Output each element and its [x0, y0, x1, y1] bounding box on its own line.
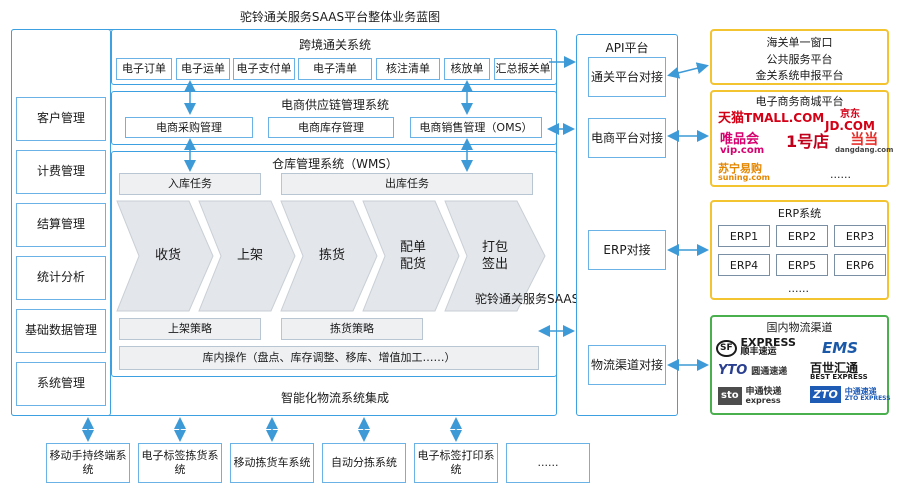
step-pack[interactable]: 打包签出 [481, 240, 508, 272]
api-ecommerce[interactable]: 电商平台对接 [588, 118, 666, 158]
ecommerce-more: ...... [830, 168, 851, 181]
ecommerce-title: 电子商务商城平台 [755, 95, 844, 108]
bottom-label-pick[interactable]: 电子标签拣货系统 [138, 443, 222, 483]
wms-out-task[interactable]: 出库任务 [281, 173, 533, 195]
cross-item-list[interactable]: 电子清单 [298, 58, 372, 80]
chevron-pick [280, 200, 378, 312]
menu-basic-data[interactable]: 基础数据管理 [16, 309, 106, 353]
menu-statistics[interactable]: 统计分析 [16, 256, 106, 300]
page-title: 驼铃通关服务SAAS平台整体业务蓝图 [239, 10, 441, 24]
erp-1[interactable]: ERP1 [718, 225, 770, 247]
erp-3[interactable]: ERP3 [834, 225, 886, 247]
cross-item-summary[interactable]: 汇总报关单 [494, 58, 552, 80]
menu-settlement[interactable]: 结算管理 [16, 203, 106, 247]
yhd-logo: 1号店 [786, 132, 830, 151]
api-title: API平台 [605, 41, 649, 55]
erp-4[interactable]: ERP4 [718, 254, 770, 276]
bottom-cart[interactable]: 移动拣货车系统 [230, 443, 314, 483]
bottom-sorting[interactable]: 自动分拣系统 [322, 443, 406, 483]
chevron-pack [444, 200, 546, 312]
api-customs[interactable]: 通关平台对接 [588, 57, 666, 97]
erp-more: ...... [788, 282, 809, 295]
oms-inventory[interactable]: 电商库存管理 [268, 117, 394, 138]
cross-border-title: 跨境通关系统 [298, 38, 371, 52]
step-pick[interactable]: 拣货 [318, 248, 345, 263]
bottom-handheld[interactable]: 移动手持终端系统 [46, 443, 130, 483]
wms-inner-ops[interactable]: 库内操作（盘点、库存调整、移库、增值加工……） [119, 346, 539, 370]
cross-item-verify-list[interactable]: 核注清单 [376, 58, 440, 80]
erp-5[interactable]: ERP5 [776, 254, 828, 276]
wms-in-task[interactable]: 入库任务 [119, 173, 261, 195]
erp-title: ERP系统 [777, 207, 822, 220]
chevron-receive [116, 200, 214, 312]
step-putaway[interactable]: 上架 [236, 248, 263, 263]
chevron-allocate [362, 200, 460, 312]
api-logistics[interactable]: 物流渠道对接 [588, 345, 666, 385]
customs-golden-system: 金关系统申报平台 [755, 69, 844, 82]
ems-logo: EMS [822, 339, 858, 357]
best-logo: 百世汇通 BEST EXPRESS [810, 361, 868, 381]
menu-billing[interactable]: 计费管理 [16, 150, 106, 194]
cross-item-waybill[interactable]: 电子运单 [176, 58, 230, 80]
customs-panel [710, 29, 889, 85]
tmall-logo: 天猫TMALL.COM [718, 111, 825, 126]
erp-panel [710, 200, 889, 300]
erp-2[interactable]: ERP2 [776, 225, 828, 247]
cross-item-payment[interactable]: 电子支付单 [233, 58, 295, 80]
customs-public-service: 公共服务平台 [766, 53, 833, 66]
menu-customer[interactable]: 客户管理 [16, 97, 106, 141]
bottom-more: ...... [506, 443, 590, 483]
vip-logo: 唯品会 vip.com [720, 132, 765, 156]
menu-system[interactable]: 系统管理 [16, 362, 106, 406]
oms-sales[interactable]: 电商销售管理（OMS） [410, 117, 542, 138]
api-erp[interactable]: ERP对接 [588, 230, 666, 270]
wms-putaway-policy[interactable]: 上架策略 [119, 318, 261, 340]
wms-pick-policy[interactable]: 拣货策略 [281, 318, 423, 340]
wms-title: 仓库管理系统（WMS） [272, 157, 398, 171]
jd-logo: 京东 JD.COM [825, 109, 875, 133]
step-receive[interactable]: 收货 [154, 248, 181, 263]
zto-logo: ZTO 中通速递 ZTO EXPRESS [810, 386, 891, 403]
sf-logo: SF EXPRESS 顺丰速运 [716, 337, 796, 357]
oms-procurement[interactable]: 电商采购管理 [125, 117, 253, 138]
customs-single-window: 海关单一窗口 [766, 36, 833, 49]
integration-title: 智能化物流系统集成 [280, 391, 389, 405]
process-chevrons [116, 200, 546, 312]
oms-title: 电商供应链管理系统 [280, 98, 389, 112]
bottom-label-print[interactable]: 电子标签打印系统 [414, 443, 498, 483]
step-allocate[interactable]: 配单配货 [399, 240, 426, 272]
ecommerce-panel [710, 90, 889, 187]
erp-6[interactable]: ERP6 [834, 254, 886, 276]
cross-item-release[interactable]: 核放单 [444, 58, 490, 80]
suning-logo: 苏宁易购 suning.com [718, 162, 770, 182]
cross-item-order[interactable]: 电子订单 [116, 58, 172, 80]
sto-logo: sto 申通快递 express [718, 387, 781, 405]
dangdang-logo: 当当 dangdang.com [835, 132, 894, 154]
logistics-title: 国内物流渠道 [766, 321, 833, 334]
chevron-putaway [198, 200, 296, 312]
yto-logo: YTO 圆通速递 [718, 363, 788, 378]
